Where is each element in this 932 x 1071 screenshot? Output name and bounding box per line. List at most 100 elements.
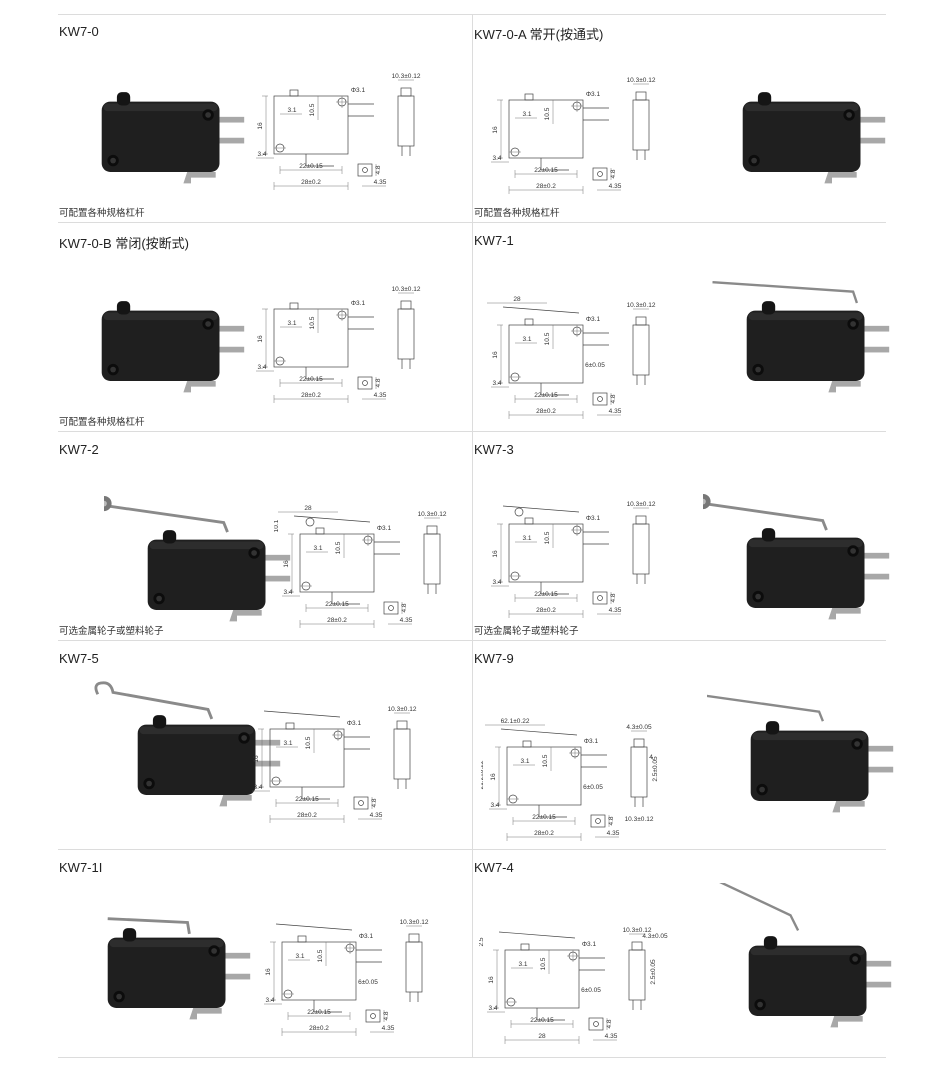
dimension-label: 16 [490, 773, 497, 781]
dimension-label: 4.35 [382, 1025, 395, 1032]
dimension-label: Φ3.1 [377, 525, 392, 532]
dimension-label: 6±0.05 [583, 784, 603, 791]
dimension-label: Φ3.1 [586, 316, 601, 323]
dimension-label: 28±0.2 [536, 408, 556, 415]
dimension-label: 4 [649, 754, 653, 761]
dimension-label: 16 [488, 976, 495, 984]
micro-switch-photo [742, 92, 886, 184]
dimension-label: 4.35 [370, 812, 383, 819]
dimension-label: 28±0.2 [297, 812, 317, 819]
dimension-label: Φ3.1 [586, 515, 601, 522]
micro-switch-photo [712, 280, 890, 393]
dimension-label: 22±0.15 [534, 392, 558, 399]
dimension-label: Φ3.1 [351, 87, 366, 94]
model-title: KW7-4 [474, 860, 514, 875]
dimension-label: 4.8 [610, 169, 617, 178]
dimension-label: 3.1 [520, 758, 529, 765]
dimension-label: 4.8 [606, 1019, 613, 1028]
dimension-label: 4.8 [375, 165, 382, 174]
dimension-label: 2.5±0.05 [652, 756, 659, 782]
micro-switch-photo [94, 681, 281, 807]
model-title: KW7-0 [59, 24, 99, 39]
model-title: KW7-5 [59, 651, 99, 666]
dimension-label: 10.5 [335, 541, 342, 554]
dimension-label: 10.3±0.12 [625, 816, 654, 823]
dimension-label: 28±0.2 [309, 1025, 329, 1032]
dimension-label: 28±0.2 [534, 830, 554, 837]
dimension-label: 6±0.05 [585, 362, 605, 369]
dimension-label: 3.1 [522, 111, 531, 118]
dimension-label: 10.5 [544, 332, 551, 345]
dimension-label: 21.2±0.22 [481, 760, 485, 789]
micro-switch-photo [107, 917, 251, 1020]
dimension-label: 10.3±0.12 [392, 286, 421, 293]
dimension-label: 3.4 [265, 997, 274, 1004]
dimension-label: Φ3.1 [351, 300, 366, 307]
dimension-label: 4.35 [374, 179, 387, 186]
dimension-label: 2.5 [479, 937, 485, 946]
dimension-label: 10.5 [309, 316, 316, 329]
model-note: 可选金属轮子或塑料轮子 [474, 626, 579, 637]
dimension-label: 2.5±0.05 [650, 959, 657, 985]
dimension-label: 4.35 [374, 392, 387, 399]
dimension-label: 3.1 [295, 953, 304, 960]
dimension-label: 4.8 [371, 798, 378, 807]
dimension-label: 3.4 [488, 1005, 497, 1012]
dimension-label: 4.8 [375, 378, 382, 387]
dimension-label: 4.35 [400, 617, 413, 624]
dimension-label: 22±0.15 [307, 1009, 331, 1016]
dimension-label: 3.1 [287, 107, 296, 114]
model-title: KW7-0-B 常闭(按断式) [59, 236, 190, 251]
dimension-label: 6±0.05 [358, 979, 378, 986]
model-title: KW7-1I [59, 860, 103, 875]
model-note: 可配置各种规格杠杆 [59, 208, 145, 219]
dimension-label: 3.4 [283, 589, 292, 596]
dimension-label: 4.8 [383, 1011, 390, 1020]
column-divider [472, 14, 473, 1058]
dimension-label: 4.8 [608, 816, 615, 825]
dimension-label: 28 [304, 505, 312, 512]
model-note: 可配置各种规格杠杆 [59, 417, 145, 428]
model-title: KW7-9 [474, 651, 514, 666]
dimension-label: 16 [283, 560, 290, 568]
dimension-label: 4.35 [609, 183, 622, 190]
dimension-label: 3.4 [492, 579, 501, 586]
dimension-label: 10.5 [544, 107, 551, 120]
dimension-label: 3.1 [518, 961, 527, 968]
dimension-label: Φ3.1 [586, 91, 601, 98]
dimension-label: 16 [257, 122, 264, 130]
dimension-label: 16 [492, 351, 499, 359]
dimension-label: 3.1 [522, 336, 531, 343]
micro-switch-photo [101, 92, 245, 184]
model-note: 可配置各种规格杠杆 [474, 208, 560, 219]
dimension-label: 10.5 [542, 754, 549, 767]
dimension-label: 22±0.15 [299, 376, 323, 383]
model-title: KW7-0-A 常开(按通式) [474, 27, 604, 42]
model-title: KW7-2 [59, 442, 99, 457]
dimension-label: 10.5 [309, 103, 316, 116]
dimension-label: Φ3.1 [582, 941, 597, 948]
micro-switch-photo [101, 301, 245, 393]
dimension-label: 4.35 [609, 408, 622, 415]
dimension-label: 4.8 [610, 394, 617, 403]
dimension-label: 10.5 [305, 736, 312, 749]
dimension-label: 3.1 [283, 740, 292, 747]
dimension-label: 10.5 [544, 531, 551, 544]
dimension-label: 6±0.05 [581, 987, 601, 994]
